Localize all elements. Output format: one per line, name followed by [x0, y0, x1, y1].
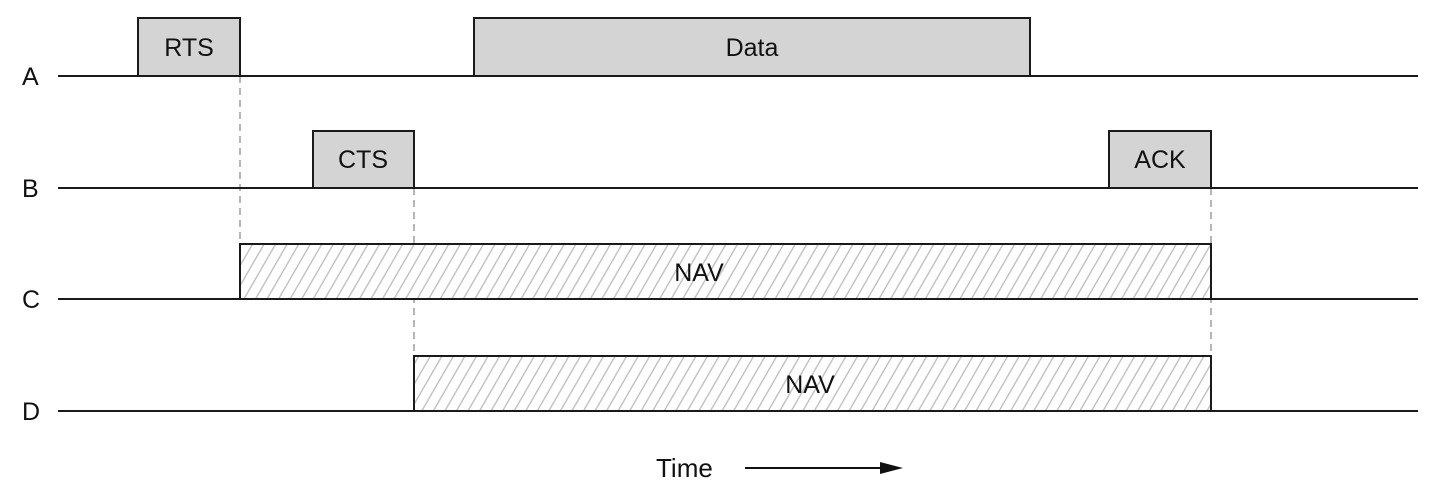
cts-frame [312, 130, 415, 189]
ack-label: ACK [1134, 146, 1186, 174]
station-label-a: A [22, 63, 39, 91]
nav-d-block [413, 355, 1212, 412]
time-arrow-head-icon [880, 462, 903, 474]
ack-frame [1108, 130, 1212, 189]
rts-frame [137, 17, 241, 77]
nav-c-label: NAV [674, 259, 724, 287]
station-label-d: D [22, 398, 40, 426]
rts-label: RTS [164, 34, 214, 62]
time-label: Time [656, 453, 713, 483]
data-frame [473, 17, 1031, 77]
station-label-c: C [22, 286, 40, 314]
nav-c-block [239, 243, 1212, 300]
cts-label: CTS [338, 146, 388, 174]
data-label: Data [726, 34, 779, 62]
nav-d-label: NAV [785, 371, 835, 399]
station-label-b: B [22, 175, 39, 203]
